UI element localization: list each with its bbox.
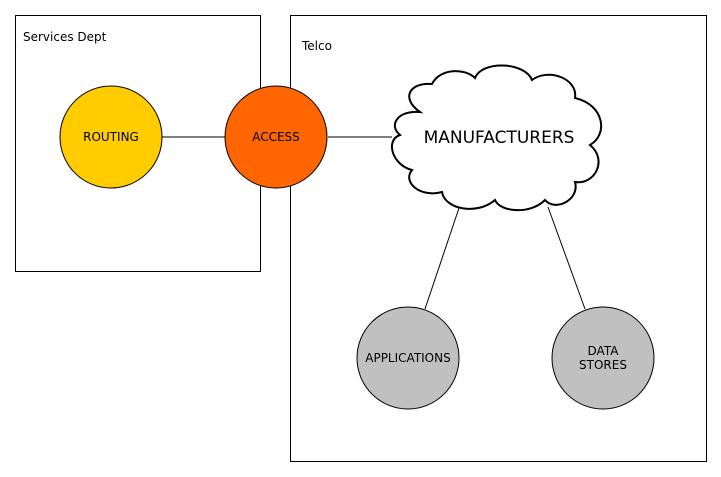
node-data-stores: DATA STORES — [551, 306, 655, 410]
node-applications-shape — [356, 306, 460, 410]
region-telco — [290, 15, 707, 462]
node-manufacturers: MANUFACTURERS — [390, 64, 603, 212]
node-data-stores-label-line1: DATA — [588, 344, 620, 358]
node-access-shape — [224, 85, 328, 189]
node-access-label: ACCESS — [252, 130, 300, 144]
node-routing-shape — [59, 85, 163, 189]
node-manufacturers-label: MANUFACTURERS — [424, 128, 575, 148]
edge-manufacturers-applications — [424, 204, 461, 310]
region-telco-label: Telco — [301, 39, 332, 53]
node-routing: ROUTING — [59, 85, 163, 189]
node-routing-label: ROUTING — [83, 130, 139, 144]
edge-manufacturers-data-stores — [547, 206, 586, 310]
node-data-stores-shape — [551, 306, 655, 410]
node-access: ACCESS — [224, 85, 328, 189]
cloud-shape — [390, 64, 603, 212]
node-applications: APPLICATIONS — [356, 306, 460, 410]
node-applications-label: APPLICATIONS — [365, 351, 450, 365]
node-data-stores-label-line2: STORES — [579, 358, 627, 372]
region-services-dept-label: Services Dept — [23, 30, 107, 44]
